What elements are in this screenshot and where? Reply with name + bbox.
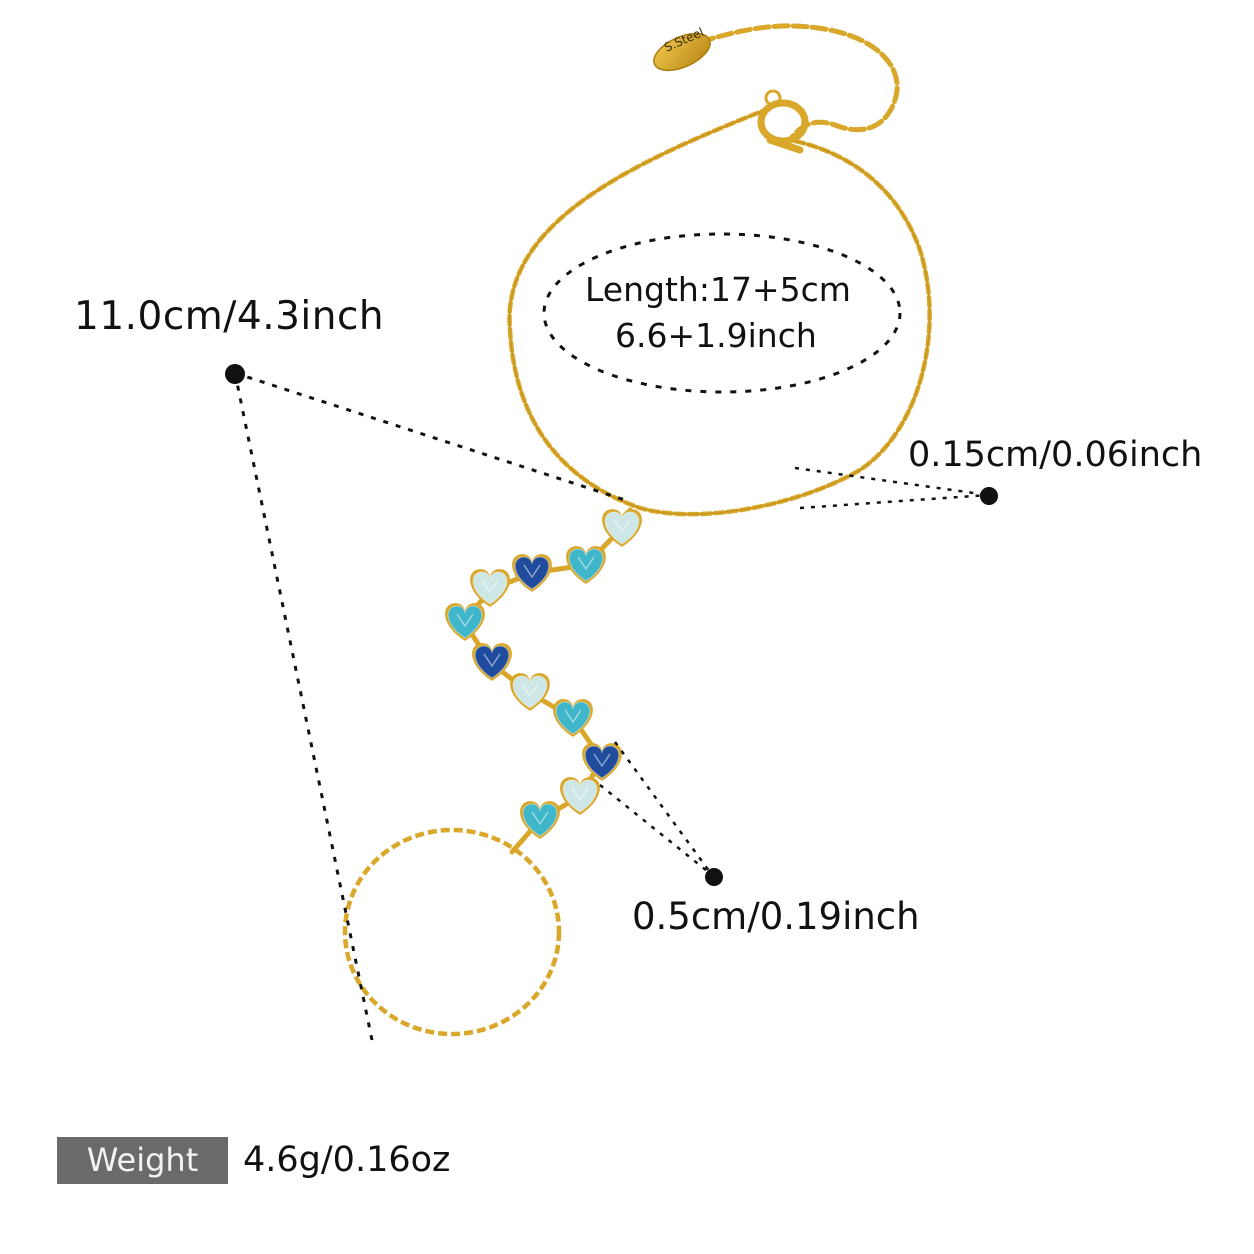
chain-width-label: 0.15cm/0.06inch (908, 435, 1203, 475)
length-metric-label: Length:17+5cm (585, 270, 851, 309)
heart-stone (566, 546, 606, 584)
chain-width-lines (794, 466, 989, 510)
heart-stone (520, 801, 560, 839)
bracelet-chain (507, 105, 932, 517)
brand-tag (653, 32, 711, 72)
heart-stone (510, 673, 550, 711)
height-dimension-label: 11.0cm/4.3inch (74, 294, 385, 339)
weight-badge-label: Weight (86, 1141, 199, 1179)
heart-stone (472, 643, 512, 681)
chain-width-dot (980, 487, 998, 505)
heart-stone (560, 777, 600, 815)
length-callout-ellipse (542, 232, 902, 394)
height-dimension-dot (225, 364, 245, 384)
weight-value: 4.6g/0.16oz (243, 1140, 451, 1180)
length-imperial-label: 6.6+1.9inch (615, 316, 817, 355)
stone-size-dot (705, 868, 723, 886)
lobster-clasp (757, 89, 809, 154)
heart-stone (445, 603, 485, 641)
finger-ring-chain (342, 827, 562, 1037)
heart-stones (445, 509, 642, 839)
weight-badge: Weight (57, 1137, 228, 1184)
extension-chain (697, 23, 900, 143)
heart-stone (553, 699, 593, 737)
heart-stone (470, 569, 510, 607)
stone-size-lines (599, 741, 714, 876)
stone-size-label: 0.5cm/0.19inch (632, 895, 920, 938)
heart-stone (512, 554, 552, 592)
heart-stone (602, 509, 642, 547)
heart-stone (582, 743, 622, 781)
height-dimension-lines (233, 371, 626, 1041)
